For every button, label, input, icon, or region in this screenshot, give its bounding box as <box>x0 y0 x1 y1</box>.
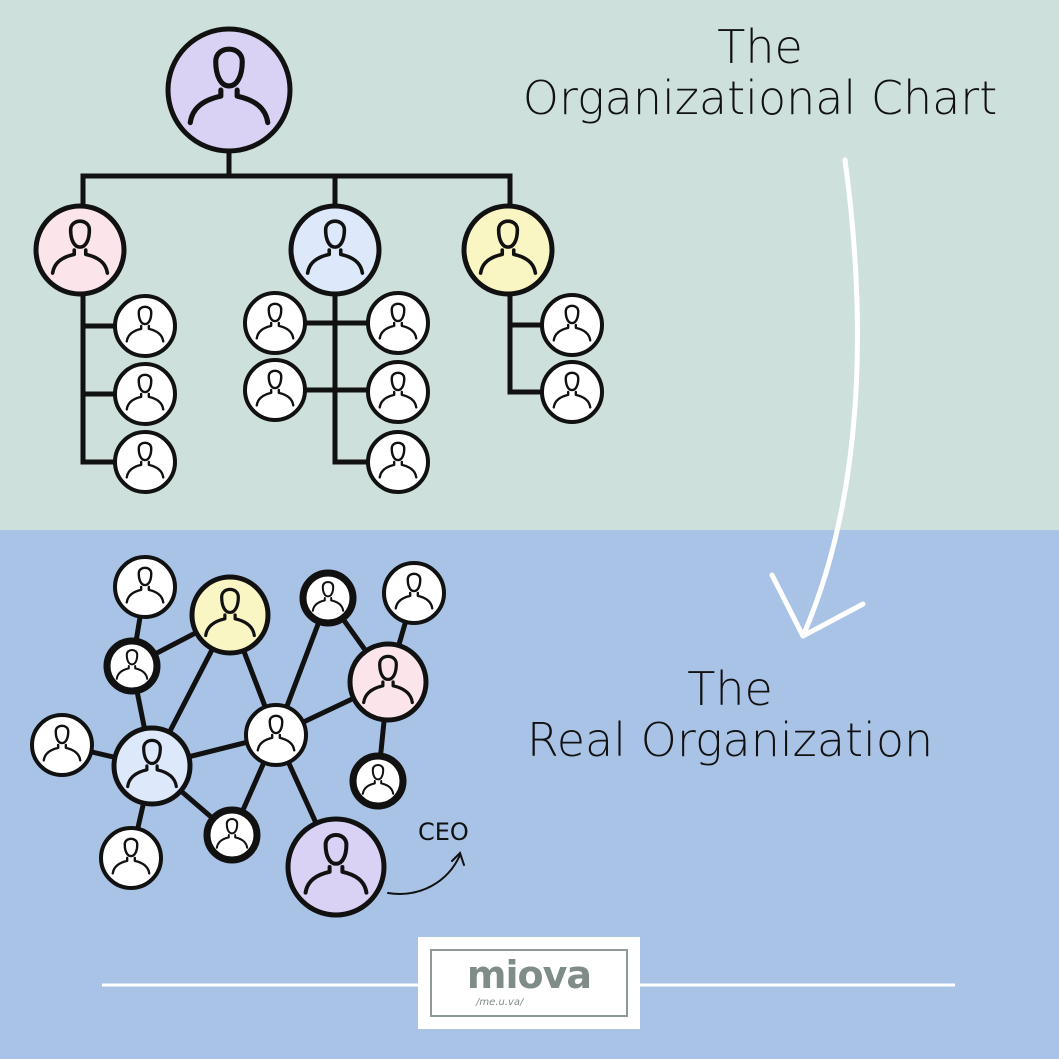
org-node-manager-blue <box>288 203 382 297</box>
real-organization-heading-line1: The <box>687 662 773 716</box>
transition-arrow-icon <box>769 157 866 639</box>
org-node-child <box>366 360 430 424</box>
org-node-child <box>243 291 307 355</box>
network-node <box>244 703 308 767</box>
network-node-dark <box>299 569 357 627</box>
org-node-child <box>113 430 177 494</box>
real-organization-heading-line2: Real Organization <box>526 712 934 767</box>
org-node-child <box>243 358 307 422</box>
network-node <box>30 713 94 777</box>
org-node-child <box>113 294 177 358</box>
network-node-ceo-purple <box>285 816 387 918</box>
org-node-child <box>366 430 430 494</box>
logo-wordmark: miova <box>466 953 592 997</box>
org-node-child <box>540 360 604 424</box>
org-node-manager-pink <box>33 203 127 297</box>
org-node-manager-yellow <box>461 203 555 297</box>
network-node <box>382 561 446 625</box>
org-node-child <box>113 362 177 426</box>
network-node-pink <box>347 641 429 723</box>
network-nodes <box>30 555 446 918</box>
org-chart-heading: The Organizational Chart <box>480 22 1040 123</box>
network-node-yellow <box>189 574 271 656</box>
network-node-dark <box>103 637 161 695</box>
network-node-dark <box>203 806 261 864</box>
ceo-pointer-arrow-icon <box>387 851 465 895</box>
org-node-top <box>165 26 293 154</box>
network-node <box>113 555 177 619</box>
org-node-child <box>366 291 430 355</box>
logo-frame: miova /me.u.va/ <box>430 949 628 1017</box>
network-node <box>99 826 163 890</box>
org-chart-nodes <box>33 26 604 494</box>
org-chart-connectors <box>80 137 545 465</box>
org-node-child <box>540 293 604 357</box>
real-organization-heading: The Real Organization <box>470 664 990 765</box>
ceo-label: CEO <box>418 818 469 846</box>
logo-badge: miova /me.u.va/ <box>418 937 640 1029</box>
network-node-blue <box>111 725 193 807</box>
org-chart-heading-line2: Organizational Chart <box>522 70 998 125</box>
network-node-dark <box>349 752 407 810</box>
logo-pronunciation: /me.u.va/ <box>476 997 524 1008</box>
org-chart-heading-line1: The <box>717 20 803 74</box>
